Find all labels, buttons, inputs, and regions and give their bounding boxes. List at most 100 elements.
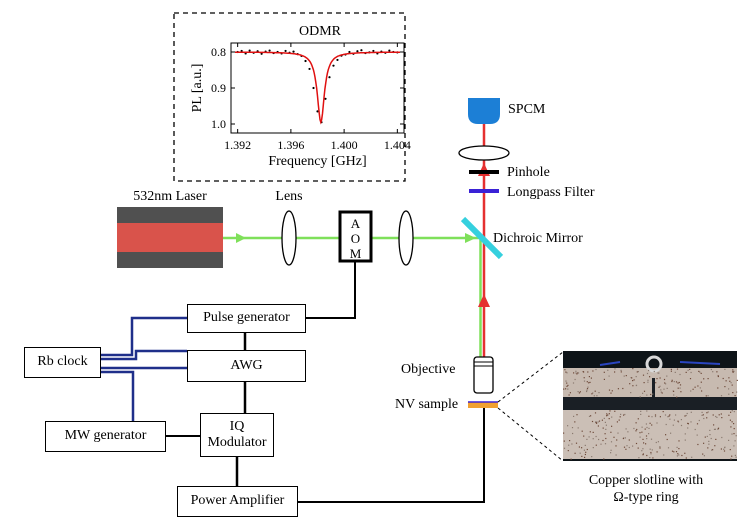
texture-speck [673,419,675,421]
pinhole-label: Pinhole [507,165,550,180]
texture-speck [730,458,732,460]
texture-speck [631,377,633,379]
texture-speck [633,379,635,381]
texture-speck [646,438,648,440]
texture-speck [681,454,683,457]
texture-speck [715,415,717,418]
texture-speck [568,394,570,396]
aom-to-pulse-wire [306,261,356,319]
texture-speck [643,382,645,384]
texture-speck [651,424,653,426]
green-beam-arrow-1 [236,233,246,243]
texture-speck [652,393,654,395]
texture-speck [698,419,700,422]
texture-speck [677,387,679,389]
texture-speck [622,387,624,390]
texture-speck [650,438,653,440]
texture-speck [680,419,682,421]
texture-speck [656,378,658,380]
lens-2 [398,210,414,266]
texture-speck [707,378,709,380]
texture-speck [636,428,638,431]
texture-speck [592,370,594,372]
texture-speck [655,382,657,384]
mw-generator-label: MW generator [64,428,147,444]
texture-speck [731,410,733,412]
texture-speck [577,372,580,374]
texture-speck [642,448,644,450]
texture-speck [617,388,619,390]
texture-speck [710,437,712,440]
texture-speck [720,448,722,450]
aom-letter-o: O [351,231,360,246]
texture-speck [736,391,738,393]
texture-speck [579,452,581,454]
texture-speck [665,423,667,426]
laser-label: 532nm Laser [133,189,207,204]
texture-speck [671,450,674,452]
texture-speck [680,424,683,427]
texture-speck [701,411,703,413]
texture-speck [716,371,718,373]
data-point [308,67,311,71]
texture-speck [576,414,578,416]
texture-speck [711,449,713,451]
texture-speck [665,383,667,385]
texture-speck [650,451,652,454]
texture-speck [614,368,616,370]
texture-speck [658,386,660,388]
texture-speck [596,422,598,424]
texture-speck [676,368,679,370]
plot-frame [230,42,405,134]
texture-speck [722,377,724,380]
texture-speck [670,370,672,372]
texture-speck [610,431,612,433]
texture-speck [678,381,680,384]
texture-speck [691,456,693,458]
texture-speck [639,436,641,438]
data-point [316,110,319,113]
texture-speck [635,422,637,424]
texture-speck [620,371,622,373]
data-point [292,50,295,53]
texture-speck [735,456,737,458]
y-tick-label: 0.9 [211,81,226,95]
texture-speck [701,414,703,416]
pulse-generator-box: Pulse generator [187,304,306,333]
inset-frame [173,12,406,182]
texture-speck [563,432,565,434]
texture-speck [696,434,698,436]
texture-speck [707,447,709,449]
texture-speck [566,382,568,384]
texture-speck [699,387,701,389]
texture-speck [598,392,600,394]
green-beam-arrow-2 [465,233,476,243]
texture-speck [703,442,705,444]
texture-speck [714,428,716,430]
texture-speck [707,395,709,397]
texture-speck [565,371,567,373]
texture-speck [731,384,733,386]
data-point [304,59,307,63]
texture-speck [603,458,605,460]
texture-speck [646,454,648,457]
texture-speck [690,390,692,392]
texture-speck [581,430,583,432]
texture-speck [611,390,613,392]
texture-speck [575,442,578,444]
texture-speck [658,372,660,374]
texture-speck [573,372,575,374]
texture-speck [659,416,661,418]
texture-speck [679,387,681,389]
texture-speck [598,420,601,422]
texture-speck [583,377,585,379]
texture-speck [648,427,650,429]
texture-speck [666,438,668,441]
texture-speck [697,443,699,446]
texture-speck [712,449,714,451]
texture-speck [662,411,664,413]
texture-speck [653,370,655,373]
detection-lens [458,145,510,161]
texture-speck [721,436,723,439]
texture-speck [677,420,679,422]
